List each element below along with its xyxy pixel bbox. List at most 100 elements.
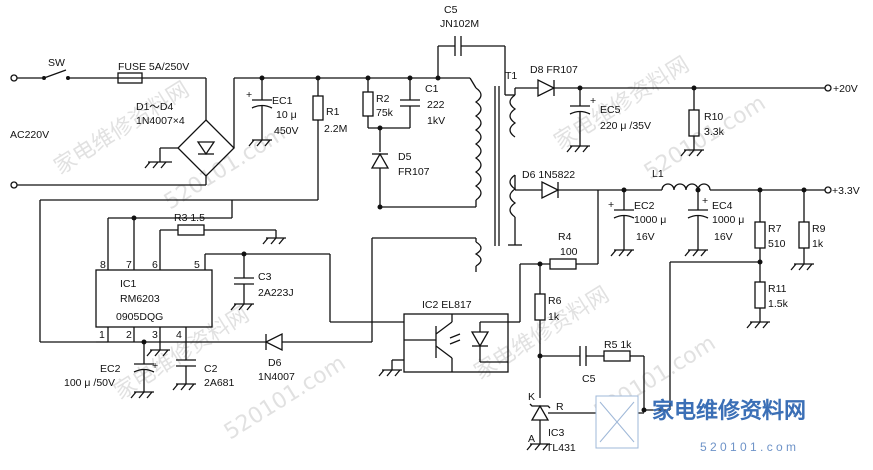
- brand-logo-url: 5 2 0 1 0 1 . c o m: [700, 440, 796, 454]
- brand-logo-text: 家电维修资料网: [652, 398, 806, 424]
- ic1-body: [95, 269, 213, 328]
- watermark-url: 520101.com: [220, 351, 350, 445]
- t1-secondary-winding-20v: [509, 94, 517, 138]
- ic1-pin-6: 6: [152, 259, 158, 271]
- d6-left-diode: [264, 332, 283, 352]
- ic3-pin-a: A: [528, 433, 535, 445]
- ec2-right-label-b: 1000 μ: [634, 214, 666, 226]
- watermark-brand: 家电维修资料网: [50, 77, 194, 180]
- ac-input-label: AC220V: [10, 129, 49, 141]
- ic1-label-b: RM6203: [120, 293, 160, 305]
- ec2-right-label-a: EC2: [634, 200, 655, 212]
- r5-label: R5 1k: [604, 339, 632, 351]
- snubber-r2-c1-d5: R2 75k C1 222 1kV D5 FR107: [362, 78, 445, 210]
- ic2-optocoupler: IC2 EL817: [378, 299, 509, 377]
- d5-label-b: FR107: [398, 166, 430, 178]
- d8-label: D8 FR107: [530, 64, 578, 76]
- fuse-label: FUSE 5A/250V: [118, 61, 189, 73]
- r3-resistor: [177, 224, 205, 236]
- r7-label-a: R7: [768, 223, 782, 235]
- ec5-label-a: EC5: [600, 104, 621, 116]
- c1-label-a: C1: [425, 83, 439, 95]
- r1-resistor: R1 2.2M: [39, 78, 347, 343]
- ic1-pin-5: 5: [194, 259, 200, 271]
- ic1-pin-2: 2: [126, 329, 132, 341]
- ic1-label-c: 0905DQG: [116, 311, 163, 323]
- r4-label-b: 100: [560, 246, 578, 258]
- svg-text:+: +: [702, 195, 708, 207]
- ic2-body: [403, 313, 509, 373]
- r6-resistor: [534, 293, 546, 321]
- r2-label-b: 75k: [376, 107, 394, 119]
- r1-label-b: 2.2M: [324, 123, 347, 135]
- c3-label-b: 2A223J: [258, 287, 294, 299]
- d6-schottky-diode: [541, 180, 560, 200]
- r5-resistor: [603, 350, 631, 362]
- output-3v3-terminal: [824, 186, 832, 194]
- r11-label-b: 1.5k: [768, 298, 789, 310]
- ec1-label-c: 450V: [274, 125, 299, 137]
- svg-text:+: +: [152, 360, 158, 372]
- ec2-left-capacitor: [133, 368, 155, 373]
- svg-text:+: +: [590, 95, 596, 107]
- d8-diode: [537, 78, 556, 98]
- feedback-section: R4 100 R6 1k C5 R5 1k K R A IC3 TL431: [508, 190, 760, 454]
- d5-diode: [370, 152, 390, 169]
- ec4-label-c: 16V: [714, 231, 733, 243]
- svg-text:+: +: [246, 89, 252, 101]
- r10-label-a: R10: [704, 111, 723, 123]
- r6-label-a: R6: [548, 295, 562, 307]
- bridge-label-a: D1～D4: [136, 101, 174, 113]
- r9-label-b: 1k: [812, 238, 824, 250]
- ic1-label-a: IC1: [120, 278, 137, 290]
- svg-text:+: +: [608, 199, 614, 211]
- ac-terminal-top: [10, 74, 18, 82]
- ec5-label-b: 220 μ /35V: [600, 120, 651, 132]
- ic1-pin-1: 1: [99, 329, 105, 341]
- transformer-t1: T1: [371, 70, 522, 300]
- c3-label-a: C3: [258, 271, 272, 283]
- d6-top-label: D6 1N5822: [522, 169, 575, 181]
- c2-label-a: C2: [204, 363, 218, 375]
- l1-inductor: [661, 183, 711, 191]
- ac-terminal-bottom: [10, 181, 18, 189]
- ic1-pin-3: 3: [152, 329, 158, 341]
- r2-label-a: R2: [376, 93, 390, 105]
- r4-resistor: [549, 258, 577, 270]
- ec2-left-label-b: 100 μ /50V: [64, 377, 115, 389]
- r7-label-b: 510: [768, 238, 786, 250]
- switch-label: SW: [48, 57, 65, 69]
- ic1-controller: 8 7 6 5 1 2 3 4 IC1 RM6203 0905DQG R3 1.…: [64, 200, 404, 399]
- c5-top-label-a: C5: [444, 4, 458, 16]
- ic1-pin-8: 8: [100, 259, 106, 271]
- ic3-label-b: TL431: [546, 442, 576, 454]
- ic3-tl431: [530, 404, 550, 421]
- c1-label-b: 222: [427, 99, 445, 111]
- hv-bus: C5 JN102M: [234, 4, 506, 95]
- brand-logo: 家电维修资料网 5 2 0 1 0 1 . c o m: [595, 395, 806, 454]
- r3-label: R3 1.5: [174, 212, 205, 224]
- bridge-rectifier-d1-d4: D1～D4 1N4007×4: [136, 78, 235, 177]
- ec4-label-b: 1000 μ: [712, 214, 744, 226]
- d6-left-label-a: D6: [268, 357, 282, 369]
- c5-top-label-b: JN102M: [440, 18, 479, 30]
- output-20v-section: D8 FR107 + EC5 220 μ /35V R10 3.3k +20V: [514, 64, 858, 157]
- t1-label: T1: [505, 70, 517, 82]
- output-3v3-section: D6 1N5822 L1 + EC2 1000 μ 16V + EC4 1000…: [514, 168, 860, 329]
- ec1-label-a: EC1: [272, 95, 293, 107]
- watermark-url: 520101.com: [160, 121, 290, 215]
- output-20v-terminal: [824, 84, 832, 92]
- c5-bottom-label: C5: [582, 373, 596, 385]
- light-arrow: [449, 339, 461, 345]
- ic1-pin-7: 7: [126, 259, 132, 271]
- t1-primary-winding: [474, 87, 482, 201]
- ec2-right-label-c: 16V: [636, 231, 655, 243]
- bridge-label-b: 1N4007×4: [136, 115, 185, 127]
- ec1-label-b: 10 μ: [276, 109, 297, 121]
- d5-label-a: D5: [398, 151, 412, 163]
- ec2-left-label-a: EC2: [100, 363, 121, 375]
- watermark-brand: 家电维修资料网: [470, 282, 614, 385]
- switch-blade: [43, 69, 67, 79]
- r10-label-b: 3.3k: [704, 126, 725, 138]
